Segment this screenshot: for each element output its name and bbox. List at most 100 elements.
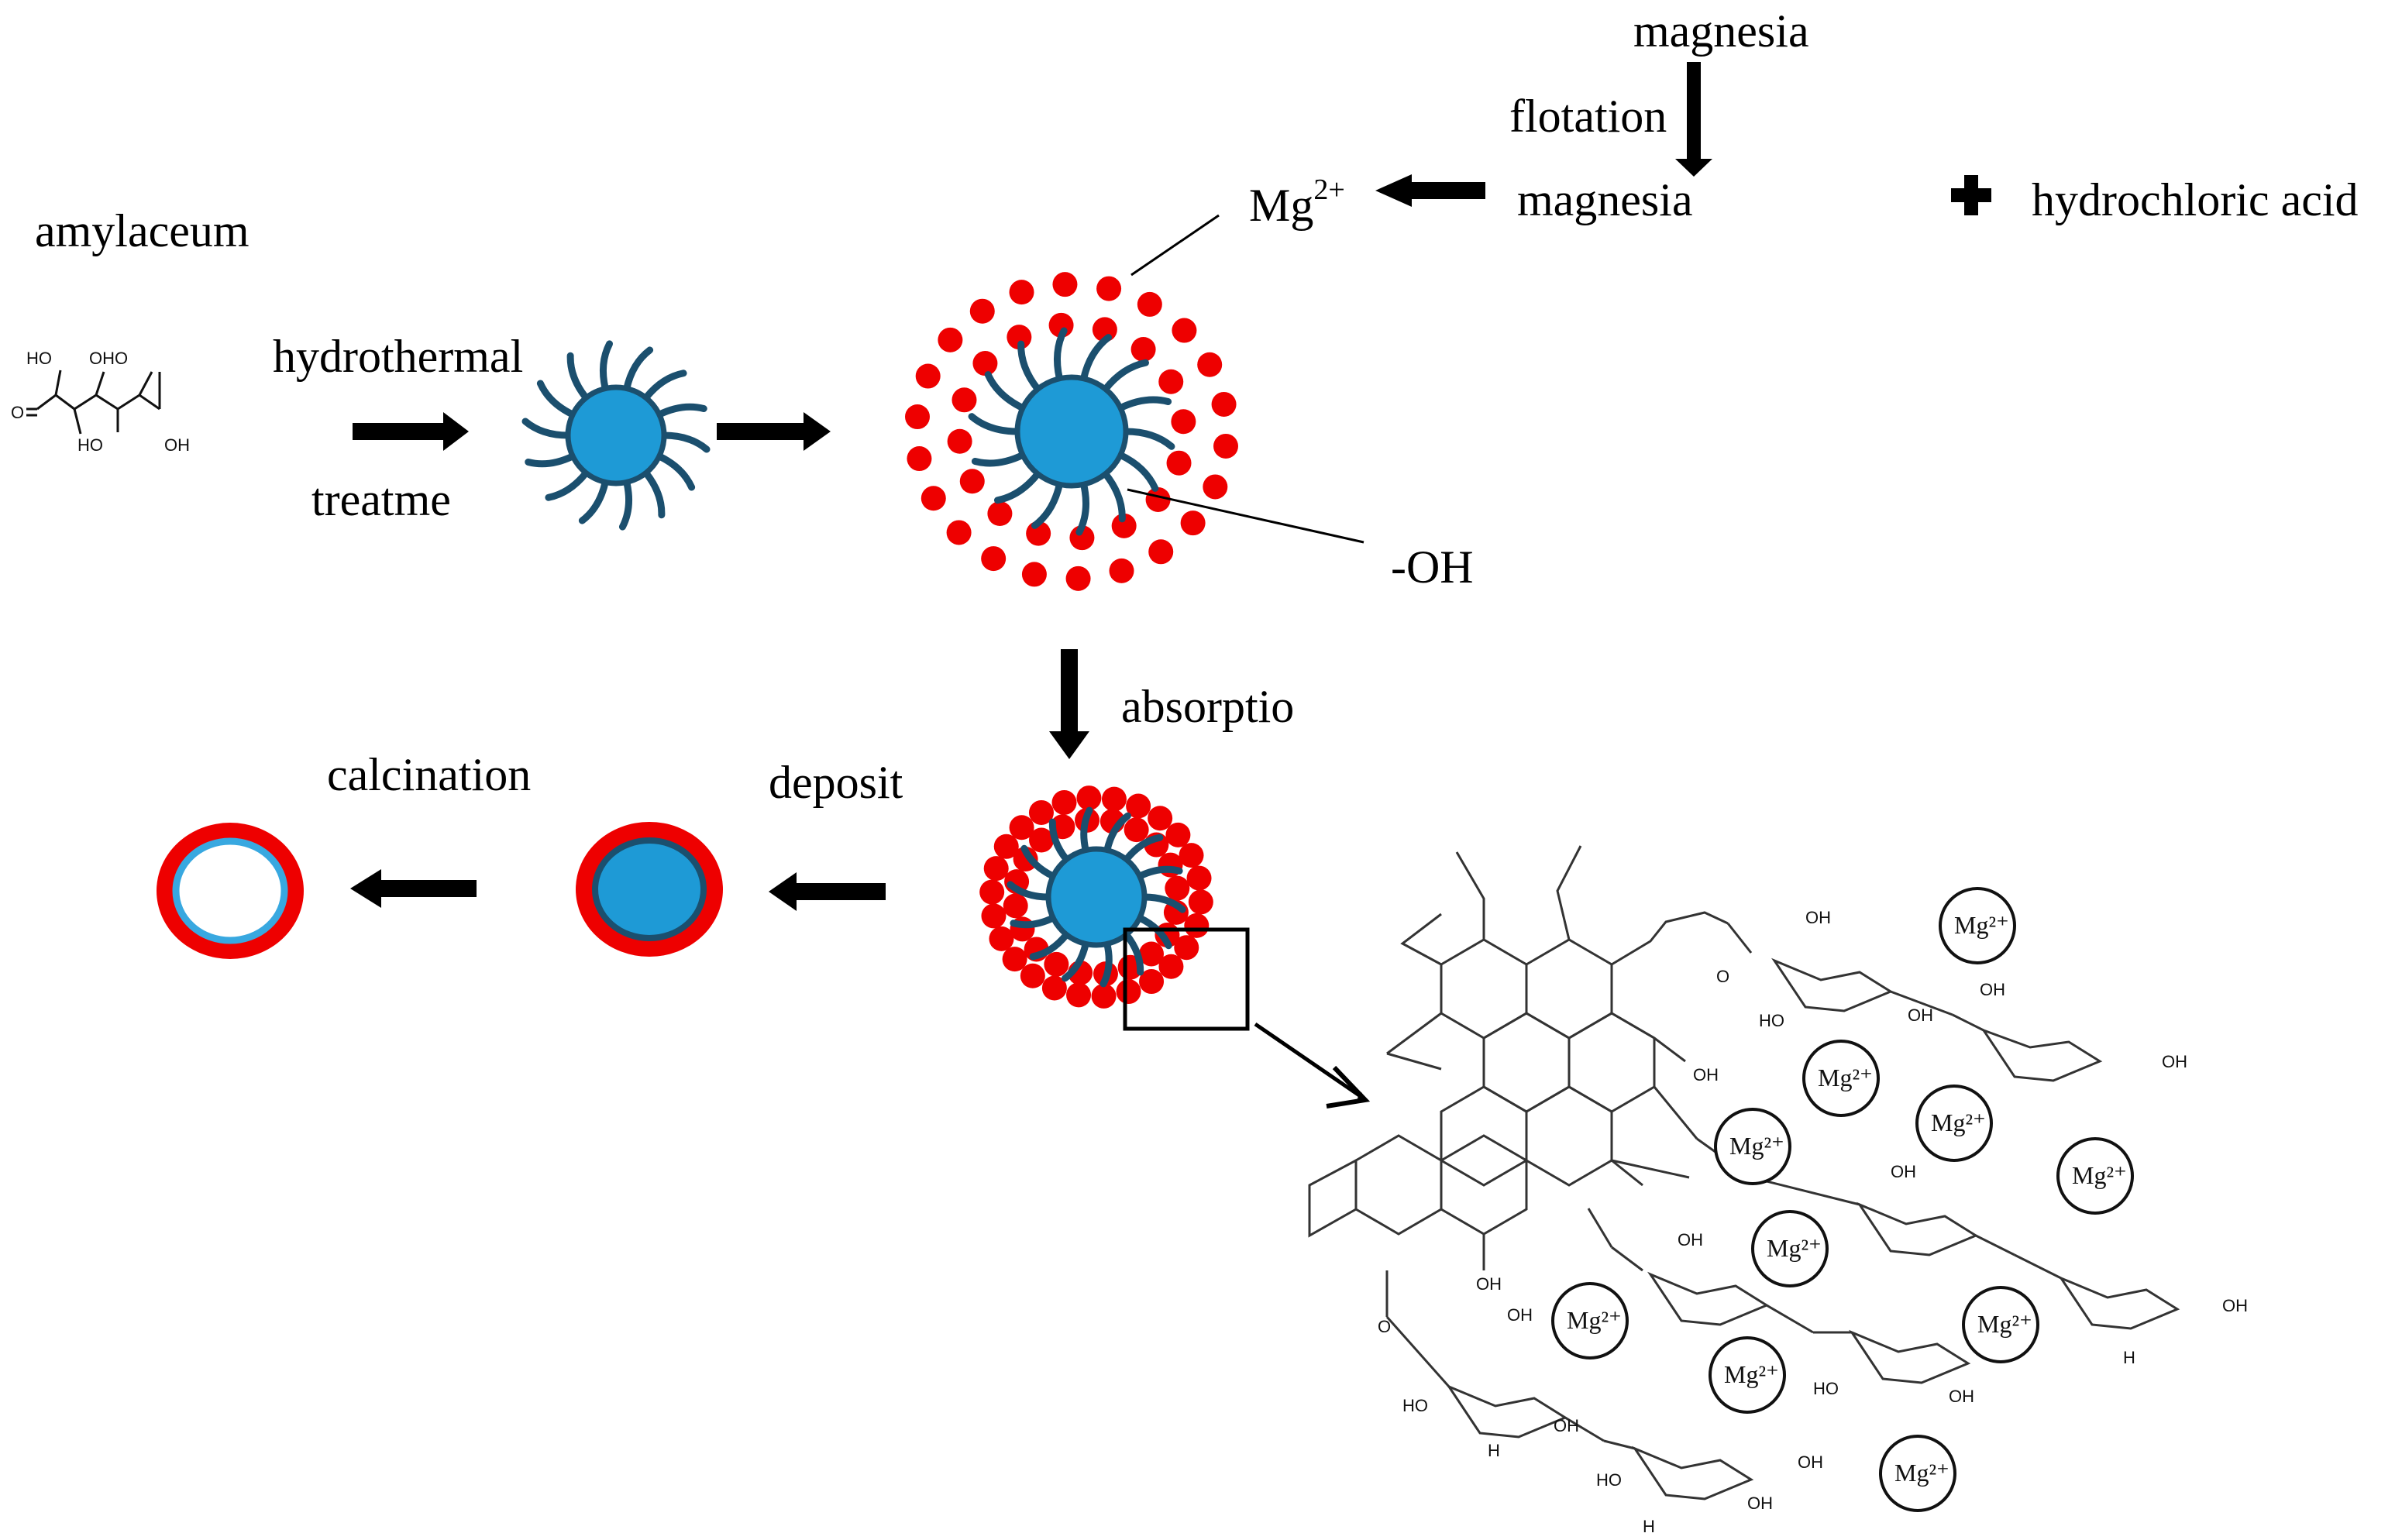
mg-ion-dot [1138,941,1164,967]
hydroxyl-chain [536,380,576,418]
mg-ion-dot [1211,391,1237,417]
mg-ion-dot [1029,827,1055,853]
mg-ion-circle [1751,1210,1829,1287]
mg-ion-dot [1009,815,1034,840]
structure-oh-9: OH [2222,1296,2248,1315]
mg-ion-dot [1124,817,1149,843]
mg-ion-dot [1137,291,1162,317]
carbon-sphere-with-hydroxyl-chains [521,340,711,531]
structure-oh-13: OH [1747,1494,1773,1513]
hydroxyl-chain [1141,893,1186,913]
hydroxyl-chain [1007,881,1052,901]
mg-ion-dot [1028,799,1054,825]
hydrochloric-acid-label: hydrochloric acid [2032,174,2359,225]
carbon-sphere-center [968,327,1175,536]
hydroxyl-chain [566,352,590,402]
mg-ion-circle-label: Mg²⁺ [1894,1459,1949,1487]
mg-ion-circle [1939,887,2016,964]
mg-ion-circle [2056,1137,2134,1215]
structure-ho-2: HO [1813,1379,1839,1398]
mg-ion-dot [1002,947,1027,972]
mg-ion-label: Mg2+ [1249,174,1345,231]
mg-ion-dot [1044,951,1069,977]
structure-oh-10: OH [1949,1387,1974,1406]
mg-ion-dot [1172,318,1197,343]
glucose-o: O [11,403,24,422]
mg-ion-dot [1052,272,1078,297]
hydroxyl-chain [642,370,687,402]
to-mg-ion-arrow [1375,174,1485,207]
absorptio-label: absorptio [1121,681,1294,732]
hydroxyl-chain [1102,470,1126,523]
mg-ion-cloud [904,272,1239,591]
mg-ion-dot [1003,893,1028,919]
mg-ion-dot [969,298,995,324]
magnesia-mid-label: magnesia [1517,174,1693,225]
mg-ion-circle-label: Mg²⁺ [1954,911,2009,939]
mg-ion-dot [952,387,977,413]
hydroxyl-chain [1123,834,1164,864]
mg-ion-dot [1139,969,1165,995]
structure-oh-12: OH [1554,1416,1579,1435]
carbon-glucose-mg-structure [1308,845,2180,1500]
mg-ion-dot [1126,793,1151,819]
mg-ion-circle-label: Mg²⁺ [1931,1109,1986,1136]
mg-ion-dot [938,327,963,352]
oh-group-label: -OH [1391,541,1474,593]
hydroxyl-chain [1136,865,1183,880]
mg-ion-dot [1165,822,1191,847]
structure-oh-6: OH [1980,980,2005,999]
mg-ion-dot [904,404,930,430]
mg-ion-dot [921,486,946,511]
hollow-mgo-sphere [157,823,304,959]
mg-ion-circle-label: Mg²⁺ [1977,1310,2032,1338]
glucose-oho: OHO [89,349,128,368]
hydroxyl-chain [968,413,1021,435]
mg-ion-dot [1179,843,1204,868]
hydroxyl-chain [1080,806,1093,854]
hydroxyl-chain [1020,844,1057,880]
mg-ion-dot [1091,983,1117,1009]
mg-ion-dot [1021,562,1047,587]
zoom-arrow-head [1326,1065,1371,1109]
carbon-core [1014,374,1129,489]
zoom-arrow [1254,1022,1366,1101]
mg-ion-dot [1145,486,1171,512]
amylaceum-label: amylaceum [35,205,249,256]
mg-ion-dot [1130,336,1156,362]
structure-oh-14: OH [1798,1452,1823,1472]
mg-ion-dot [947,428,972,454]
mg-ion-circle-label: Mg²⁺ [1567,1306,1622,1334]
hydroxyl-chain [545,469,590,501]
mg-ion-dot [1166,450,1192,476]
oh-leader-line [1127,488,1364,544]
mg-ion-dot [987,501,1013,527]
mg-ion-dot [983,856,1009,882]
hydroxyl-chain [1075,480,1090,536]
glucose-molecule [26,370,161,435]
absorption-down-arrow [1049,649,1089,759]
mg-ion-circle-label: Mg²⁺ [1729,1132,1784,1160]
mg-ion-circle [1551,1282,1629,1360]
structure-h-2: H [1488,1441,1500,1460]
mg-ion-dot [907,446,932,472]
mg-ion-dot [1066,982,1092,1008]
mg-ion-dot [1203,474,1228,500]
hydroxyl-chain [1010,914,1057,929]
hydroxyl-chain [618,478,633,531]
carbon-sphere-adsorbed [1007,806,1186,988]
mgo-coated-carbon-sphere [576,822,723,957]
structure-o-2: O [1716,967,1729,986]
hydroxyl-chain [1123,930,1144,976]
mg-ion-circle [1709,1336,1786,1414]
deposit-arrow [769,872,886,911]
mg-ion-dot [989,926,1014,951]
plus-icon [1951,175,1991,215]
mg-ion-circle-label: Mg²⁺ [1818,1064,1873,1091]
mg-ion-dot [1148,539,1174,565]
mg-ion-dot [1184,913,1210,938]
hydroxyl-chain [971,451,1027,467]
mg-ion-dot [1197,352,1223,377]
calcination-label: calcination [327,749,531,800]
mg-ion-dot [1171,409,1196,435]
